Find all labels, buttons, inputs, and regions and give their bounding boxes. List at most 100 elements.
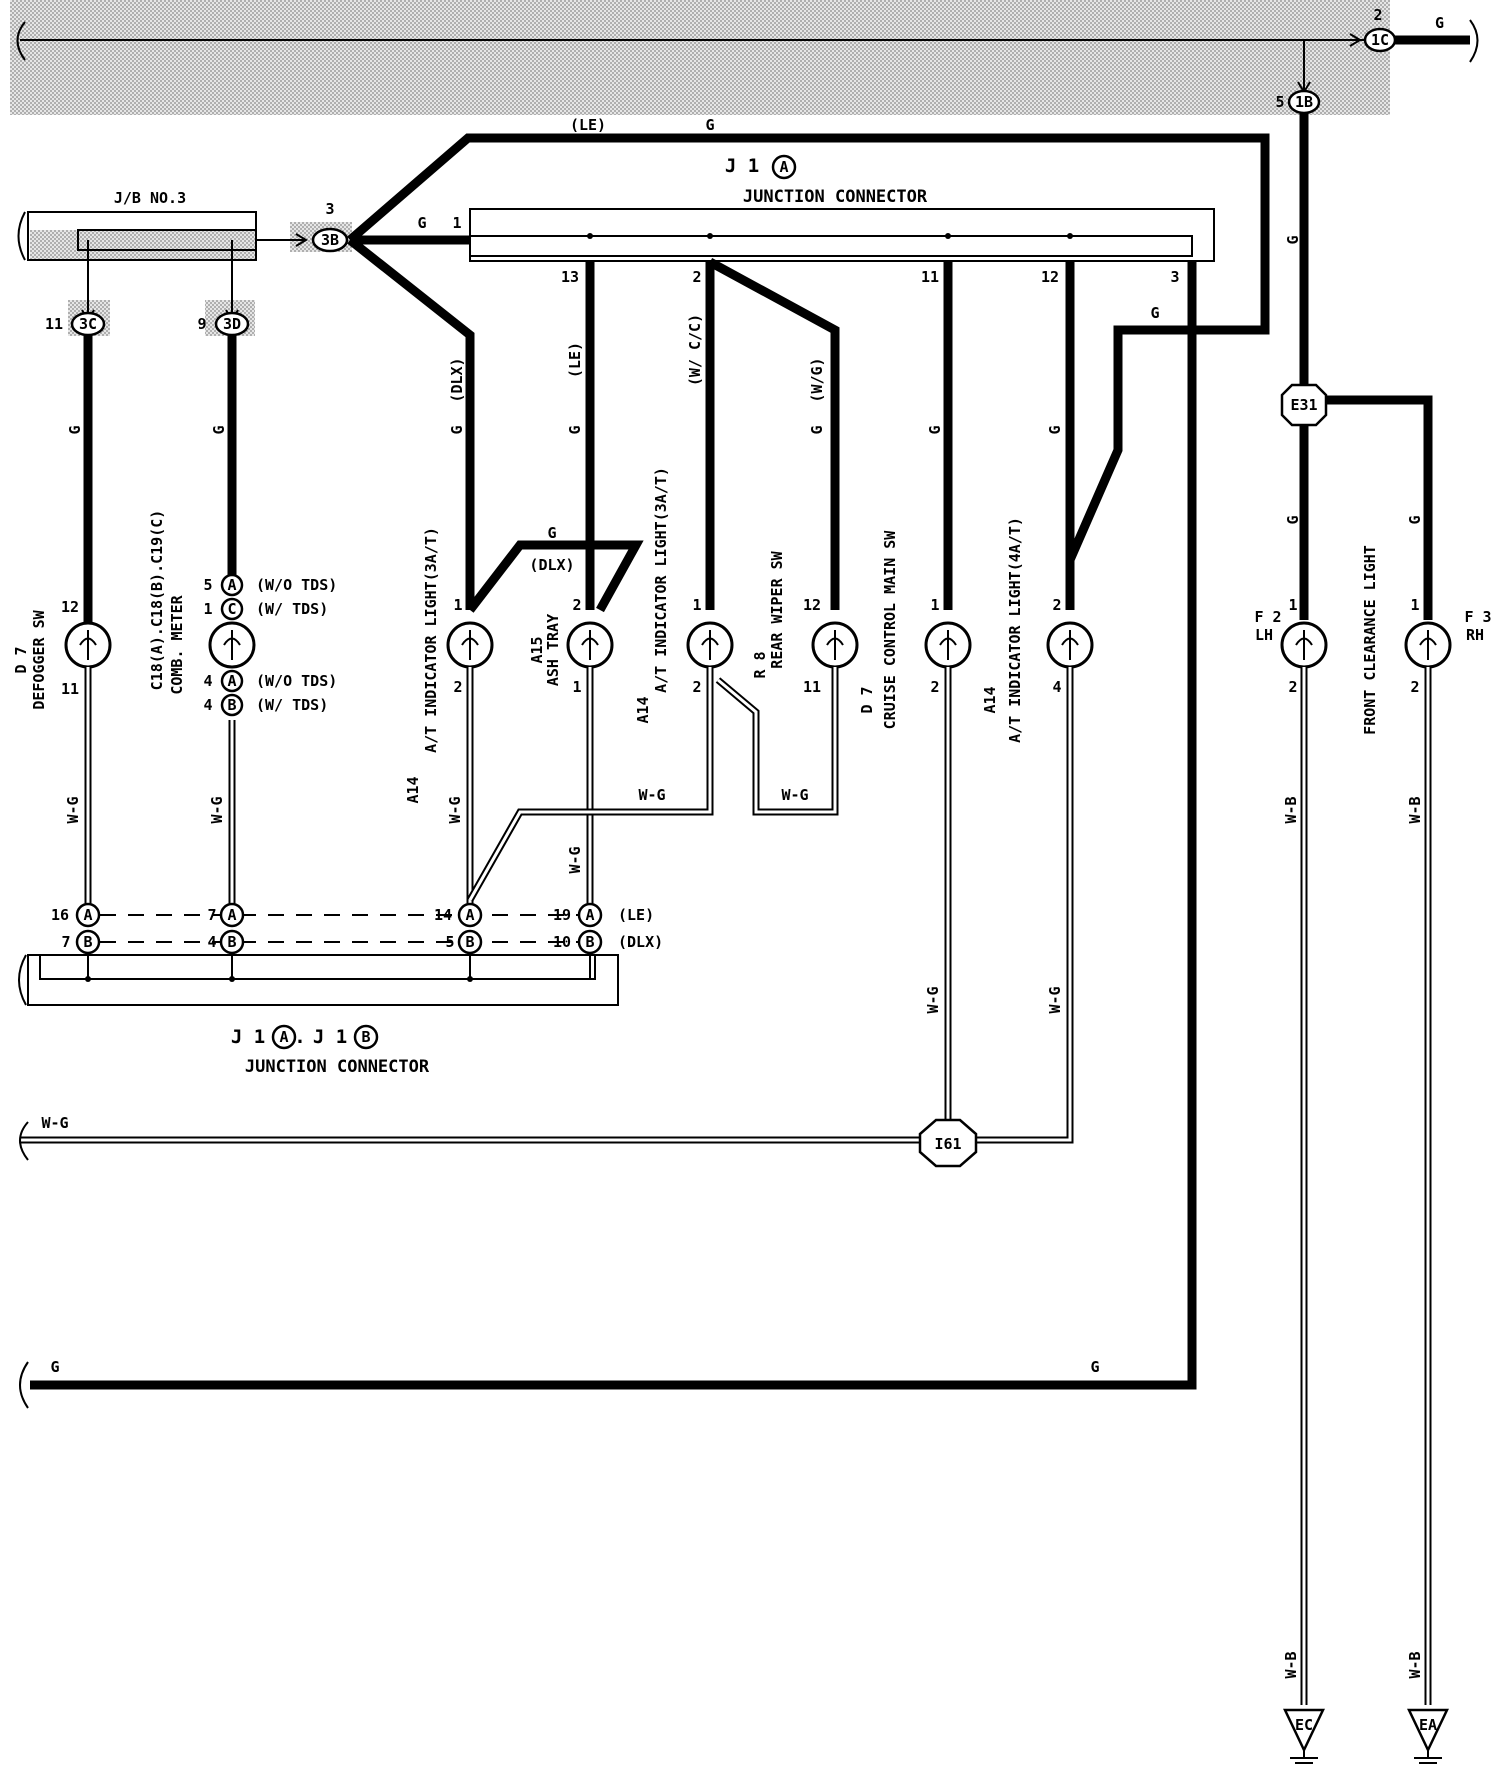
top-right-break: [1469, 19, 1479, 63]
component-name: ASH TRAY: [544, 614, 562, 686]
component-name: A/T INDICATOR LIGHT(3A/T): [422, 527, 440, 753]
j1a-badge: [771, 154, 797, 180]
pin-label: 1: [930, 596, 939, 614]
wire-color-label: G: [1435, 14, 1444, 32]
pin-label: 13: [561, 268, 579, 286]
pin-label: 1: [692, 596, 701, 614]
wire-color-label: W-G: [638, 786, 665, 804]
arrow-1c: [1349, 33, 1362, 47]
svg-text:B: B: [83, 933, 92, 951]
svg-text:14: 14: [434, 906, 452, 924]
svg-text:7: 7: [207, 906, 216, 924]
svg-text:(LE): (LE): [618, 906, 654, 924]
junction-bottom-badge-a: [271, 1024, 297, 1050]
svg-text:19: 19: [553, 906, 571, 924]
left-break-wg: [19, 1121, 29, 1161]
svg-text:4: 4: [203, 696, 212, 714]
component-code: A15: [528, 636, 546, 663]
svg-text:A: A: [227, 906, 236, 924]
wire-color-label: G: [705, 116, 714, 134]
junction-bottom-badge-b-letter: B: [361, 1028, 370, 1046]
svg-text:A: A: [465, 906, 474, 924]
junction-bottom-taps: [85, 953, 591, 982]
svg-text:16: 16: [51, 906, 69, 924]
svg-text:B: B: [585, 933, 594, 951]
svg-text:5: 5: [445, 933, 454, 951]
component-code: F 2: [1254, 608, 1281, 626]
wire-color-label: G: [66, 425, 84, 434]
left-break: [19, 1361, 29, 1409]
pin-label: 2: [692, 678, 701, 696]
component-name: RH: [1466, 626, 1484, 644]
svg-text:(W/O TDS): (W/O TDS): [256, 672, 337, 690]
wire-color-label: G: [1284, 235, 1302, 244]
wire-color-label: W-B: [1282, 1651, 1300, 1678]
lamp-d7-cruise: [924, 621, 972, 669]
lamp-r8-rear-wiper: [811, 621, 859, 669]
pin-label: 9: [197, 315, 206, 333]
j1a-title: JUNCTION CONNECTOR: [743, 187, 928, 207]
pin-label: 5: [1275, 93, 1284, 111]
component-name: LH: [1255, 626, 1273, 644]
svg-text:4: 4: [203, 672, 212, 690]
svg-text:10: 10: [553, 933, 571, 951]
wire-color-label: W-G: [208, 796, 226, 823]
ground-ea: [1407, 1708, 1449, 1764]
pin-label: 2: [692, 268, 701, 286]
svg-text:A: A: [227, 672, 236, 690]
pin-label: 2: [1288, 678, 1297, 696]
wire-color-label: G: [1150, 304, 1159, 322]
svg-text:B: B: [227, 933, 236, 951]
pin-label: 2: [1052, 596, 1061, 614]
jb-to-3b: [256, 233, 308, 247]
wire-j1a-2-r8: [707, 258, 840, 610]
splice-e31-label: E31: [1290, 396, 1317, 414]
ground-ec: [1283, 1708, 1325, 1764]
wire-color-label: W-G: [64, 796, 82, 823]
wire-note-le: (LE): [566, 342, 584, 378]
junction-bottom-code-b: J 1: [313, 1026, 347, 1048]
wire-color-label: W-G: [446, 796, 464, 823]
junction-bottom-inner: [39, 954, 596, 980]
splice-e31: [1280, 383, 1328, 427]
wg-wires: [20, 667, 1432, 1705]
pin-label: 3: [1170, 268, 1179, 286]
wire-color-label: G: [808, 425, 826, 434]
junction-row-a: A A A A 16 7 14 19 (LE): [51, 902, 654, 928]
j1a-taps: [587, 233, 1073, 239]
svg-text:1: 1: [203, 600, 212, 618]
j1a-inner: [469, 235, 1193, 257]
wire-note-wcc: (W/ C/C): [686, 314, 704, 386]
pin-label: 1: [452, 214, 461, 232]
svg-text:4: 4: [207, 933, 216, 951]
component-name: CRUISE CONTROL MAIN SW: [881, 530, 899, 730]
wire-color-label: W-G: [924, 986, 942, 1013]
wire-color-label: G: [210, 425, 228, 434]
svg-text:5: 5: [203, 576, 212, 594]
component-code: D 7: [858, 686, 876, 713]
wire-color-label: G: [417, 214, 426, 232]
svg-text:B: B: [227, 696, 236, 714]
pin-label: 2: [930, 678, 939, 696]
pin-label: 2: [453, 678, 462, 696]
lamp-a14-4at: [1046, 621, 1094, 669]
pin-label: 12: [803, 596, 821, 614]
pin-label: 11: [921, 268, 939, 286]
wire-color-label: W-G: [41, 1114, 68, 1132]
wire-color-label: G: [448, 425, 466, 434]
pin-label: 1: [1288, 596, 1297, 614]
svg-text:A: A: [585, 906, 594, 924]
svg-text:(W/ TDS): (W/ TDS): [256, 696, 328, 714]
junction-bottom-title: JUNCTION CONNECTOR: [245, 1057, 430, 1077]
svg-text:(W/O TDS): (W/O TDS): [256, 576, 337, 594]
component-code: D 7: [12, 646, 30, 673]
connector-1c-label: 1C: [1371, 31, 1389, 49]
connector-1c: [1363, 27, 1397, 53]
svg-text:A: A: [83, 906, 92, 924]
pin-label: 4: [1052, 678, 1061, 696]
meter-pin-list: 5 A (W/O TDS) 1 C (W/ TDS) 4 A (W/O TDS)…: [203, 573, 337, 717]
wire-color-label: W-B: [1282, 796, 1300, 823]
svg-text:(W/ TDS): (W/ TDS): [256, 600, 328, 618]
svg-text:(DLX): (DLX): [618, 933, 663, 951]
